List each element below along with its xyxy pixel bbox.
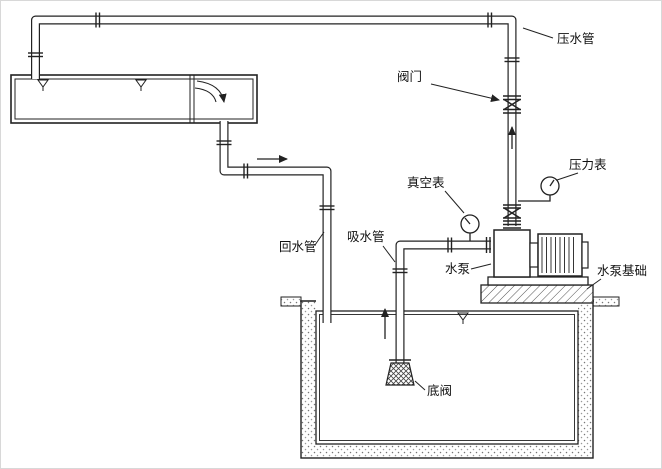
pipe-flanges (28, 12, 520, 274)
leader-pressure-gauge (556, 172, 579, 181)
return-pipe-bore (220, 121, 331, 323)
pressure-gauge (518, 176, 560, 202)
pump-base (487, 276, 589, 286)
leader-discharge-pipe (522, 27, 554, 39)
foot-valve-body (385, 362, 415, 386)
pit-water-tank (315, 310, 579, 445)
pump-assembly (480, 223, 594, 304)
motor-endcap (581, 241, 589, 269)
ground-ledge-right (592, 296, 620, 307)
water-level-icon (135, 79, 147, 88)
pressure-gauge-stem (518, 195, 551, 202)
label-suction-pipe: 吸水管 (347, 229, 385, 244)
label-return-pipe: 回水管 (279, 239, 317, 254)
label-discharge-pipe: 压水管 (557, 31, 595, 46)
foot-valve (385, 359, 415, 386)
pipes (31, 15, 517, 363)
pump-foundation-block (480, 284, 594, 304)
vacuum-gauge-needle (464, 217, 471, 225)
pit-water-tank-inner (319, 314, 575, 441)
flow-arrows (257, 126, 516, 339)
leader-valve (430, 83, 500, 103)
label-pump: 水泵 (445, 262, 470, 276)
leader-suction-pipe (382, 245, 396, 263)
check-valve (503, 204, 521, 222)
leader-vacuum-gauge (444, 190, 465, 214)
motor-fins (541, 237, 574, 273)
overflow-flow-line (196, 80, 227, 103)
pump-casing (493, 229, 531, 278)
upper-tank-wall (10, 74, 258, 124)
label-vacuum-gauge: 真空表 (407, 176, 445, 190)
labels: 压水管 阀门 真空表 压力表 回水管 吸水管 水泵 水泵基础 底阀 (279, 31, 647, 398)
leader-pump (470, 263, 492, 270)
water-level-symbols-upper (37, 79, 147, 91)
label-pump-foundation: 水泵基础 (597, 264, 647, 278)
pit-opening (316, 299, 578, 311)
leader-pump-foundation (586, 278, 602, 290)
leader-return-pipe (314, 231, 325, 246)
ground-ledge-left (280, 296, 302, 307)
pump-coupling (529, 242, 539, 268)
suction-pipe-bore (396, 241, 491, 363)
leader-foot-valve (414, 380, 426, 391)
return-pipe (219, 121, 332, 323)
label-pressure-gauge: 压力表 (569, 158, 607, 172)
water-level-icon (457, 312, 469, 321)
label-valve: 阀门 (397, 69, 422, 84)
vacuum-gauge (460, 214, 480, 241)
water-level-icon (37, 79, 49, 88)
upper-tank-inner-wall (14, 78, 254, 120)
sump-pit (280, 296, 620, 459)
pressure-gauge-needle (549, 179, 555, 187)
overflow-flow-line (194, 87, 217, 103)
label-foot-valve: 底阀 (427, 383, 452, 398)
discharge-pipe-bore (32, 16, 516, 226)
gate-valve (503, 95, 521, 114)
leader-lines (314, 27, 602, 391)
upper-tank (10, 74, 258, 124)
